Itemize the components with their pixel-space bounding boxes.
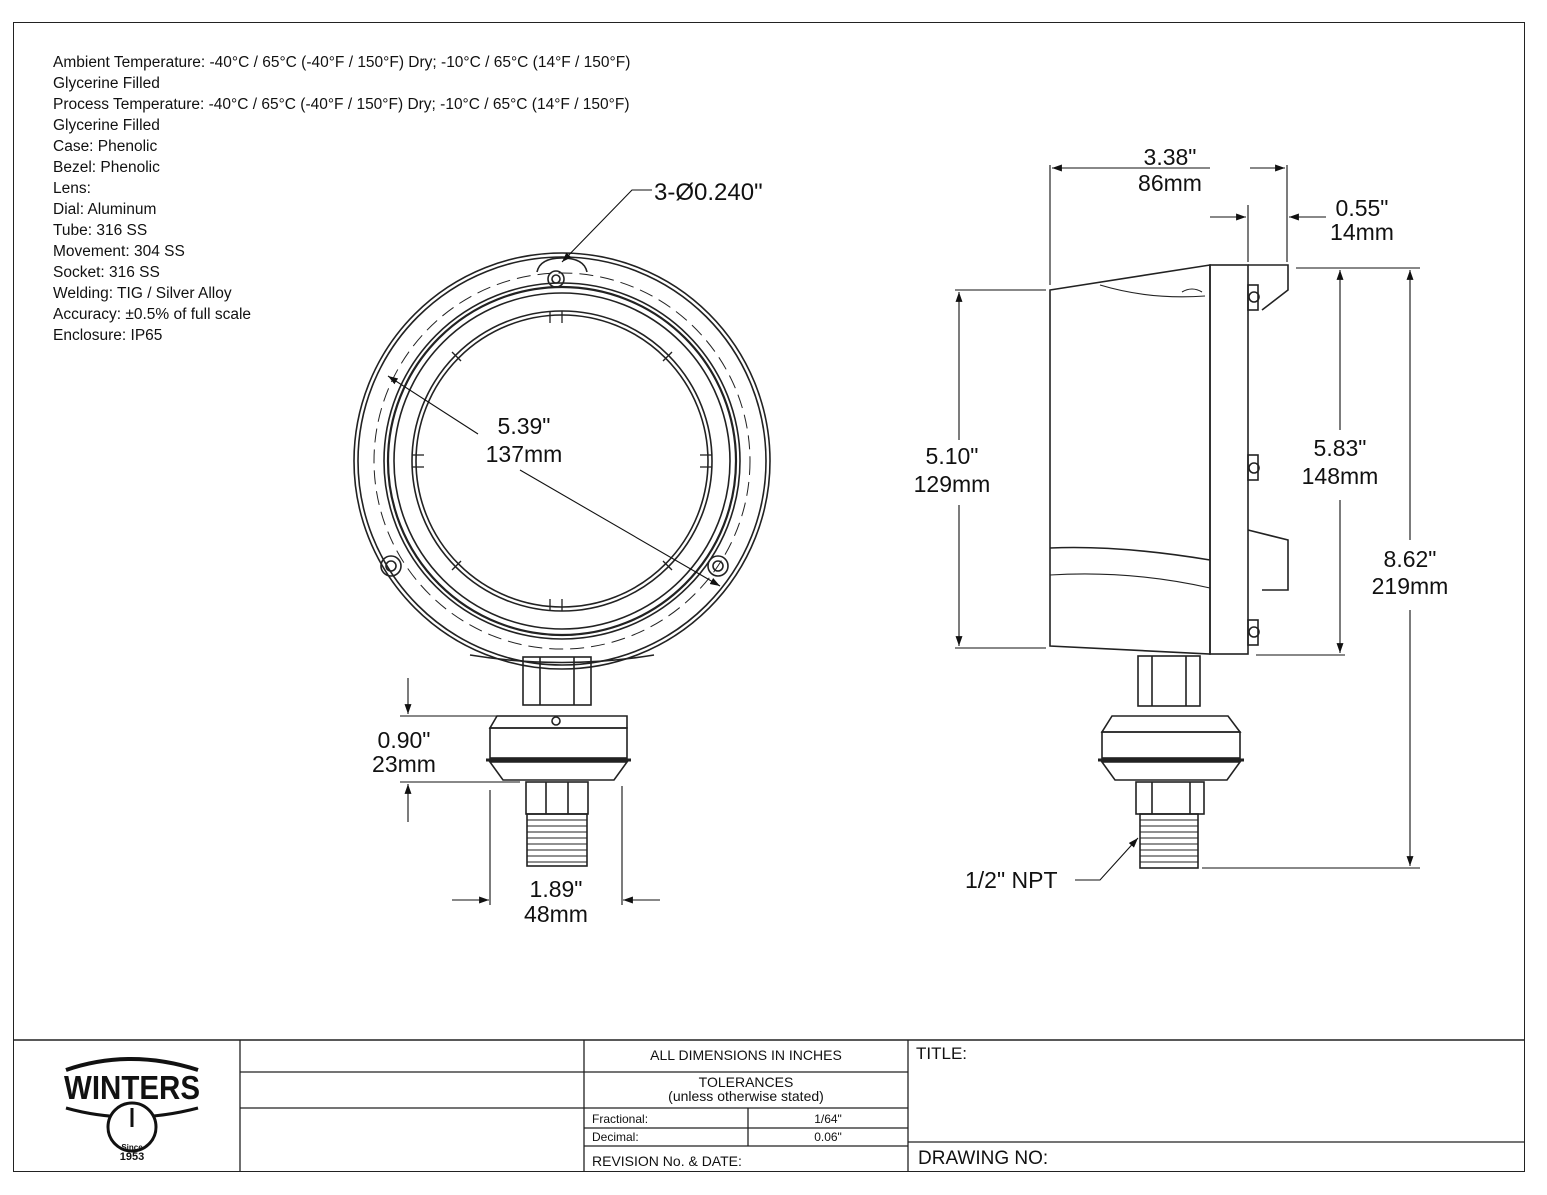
flange-mm-label: 14mm	[1330, 219, 1394, 245]
depth-in-label: 3.38"	[1144, 144, 1197, 170]
spec-line: Bezel: Phenolic	[53, 159, 160, 176]
tolerances-heading: TOLERANCES	[698, 1074, 794, 1090]
front-dimensions	[387, 189, 721, 905]
decimal-value: 0.06"	[814, 1130, 842, 1144]
flange-height-mm-label: 148mm	[1302, 463, 1379, 489]
spec-line: Accuracy: ±0.5% of full scale	[53, 306, 252, 323]
spec-line: Case: Phenolic	[53, 138, 158, 155]
logo-wordmark: WINTERS	[64, 1069, 200, 1106]
socket-height-mm-label: 23mm	[372, 751, 436, 777]
front-socket	[469, 654, 655, 867]
spec-line: Enclosure: IP65	[53, 327, 163, 344]
socket-width-in-label: 1.89"	[530, 876, 583, 902]
spec-line: Ambient Temperature: -40°C / 65°C (-40°F…	[53, 54, 631, 71]
diameter-mm-label: 137mm	[486, 441, 563, 467]
front-window-segments	[412, 311, 712, 611]
side-flange	[1209, 264, 1289, 655]
revision-label: REVISION No. & DATE:	[592, 1153, 742, 1169]
decimal-label: Decimal:	[592, 1130, 639, 1144]
spec-line: Movement: 304 SS	[53, 243, 185, 260]
depth-mm-label: 86mm	[1138, 170, 1202, 196]
spec-line: Welding: TIG / Silver Alloy	[53, 285, 232, 302]
side-case	[1049, 264, 1211, 655]
spec-line: Lens:	[53, 180, 91, 197]
spec-line: Process Temperature: -40°C / 65°C (-40°F…	[53, 96, 630, 113]
spec-line: Socket: 316 SS	[53, 264, 160, 281]
spec-line: Tube: 316 SS	[53, 222, 148, 239]
spec-line: Glycerine Filled	[53, 117, 160, 134]
side-view	[1049, 264, 1289, 869]
title-label: TITLE:	[916, 1044, 968, 1063]
flange-in-label: 0.55"	[1336, 195, 1389, 221]
diameter-in-label: 5.39"	[498, 413, 551, 439]
logo-since: Since	[121, 1143, 143, 1152]
logo-year: 1953	[120, 1151, 144, 1163]
spec-line: Glycerine Filled	[53, 75, 160, 92]
overall-height-mm-label: 219mm	[1372, 573, 1449, 599]
all-dimensions-note: ALL DIMENSIONS IN INCHES	[650, 1047, 842, 1063]
side-socket	[1098, 655, 1244, 869]
spec-line: Dial: Aluminum	[53, 201, 157, 218]
fractional-label: Fractional:	[592, 1112, 649, 1126]
drawing-sheet-border	[13, 22, 1525, 1172]
case-height-in-label: 5.10"	[926, 443, 979, 469]
specifications-list: Ambient Temperature: -40°C / 65°C (-40°F…	[53, 52, 630, 346]
title-block-grid	[13, 1039, 1525, 1172]
socket-width-mm-label: 48mm	[524, 901, 588, 927]
drawing-no-label: DRAWING NO:	[918, 1148, 1049, 1169]
socket-height-in-label: 0.90"	[378, 727, 431, 753]
flange-height-in-label: 5.83"	[1314, 435, 1367, 461]
fractional-value: 1/64"	[814, 1112, 842, 1126]
front-view	[353, 252, 771, 867]
holes-label: 3-Ø0.240"	[654, 179, 763, 206]
thread-label: 1/2" NPT	[965, 867, 1058, 893]
overall-height-in-label: 8.62"	[1384, 546, 1437, 572]
tolerances-note: (unless otherwise stated)	[668, 1088, 824, 1104]
case-height-mm-label: 129mm	[914, 471, 991, 497]
side-dimensions	[955, 164, 1420, 881]
winters-logo: WINTERS Since 1953	[64, 1057, 200, 1163]
